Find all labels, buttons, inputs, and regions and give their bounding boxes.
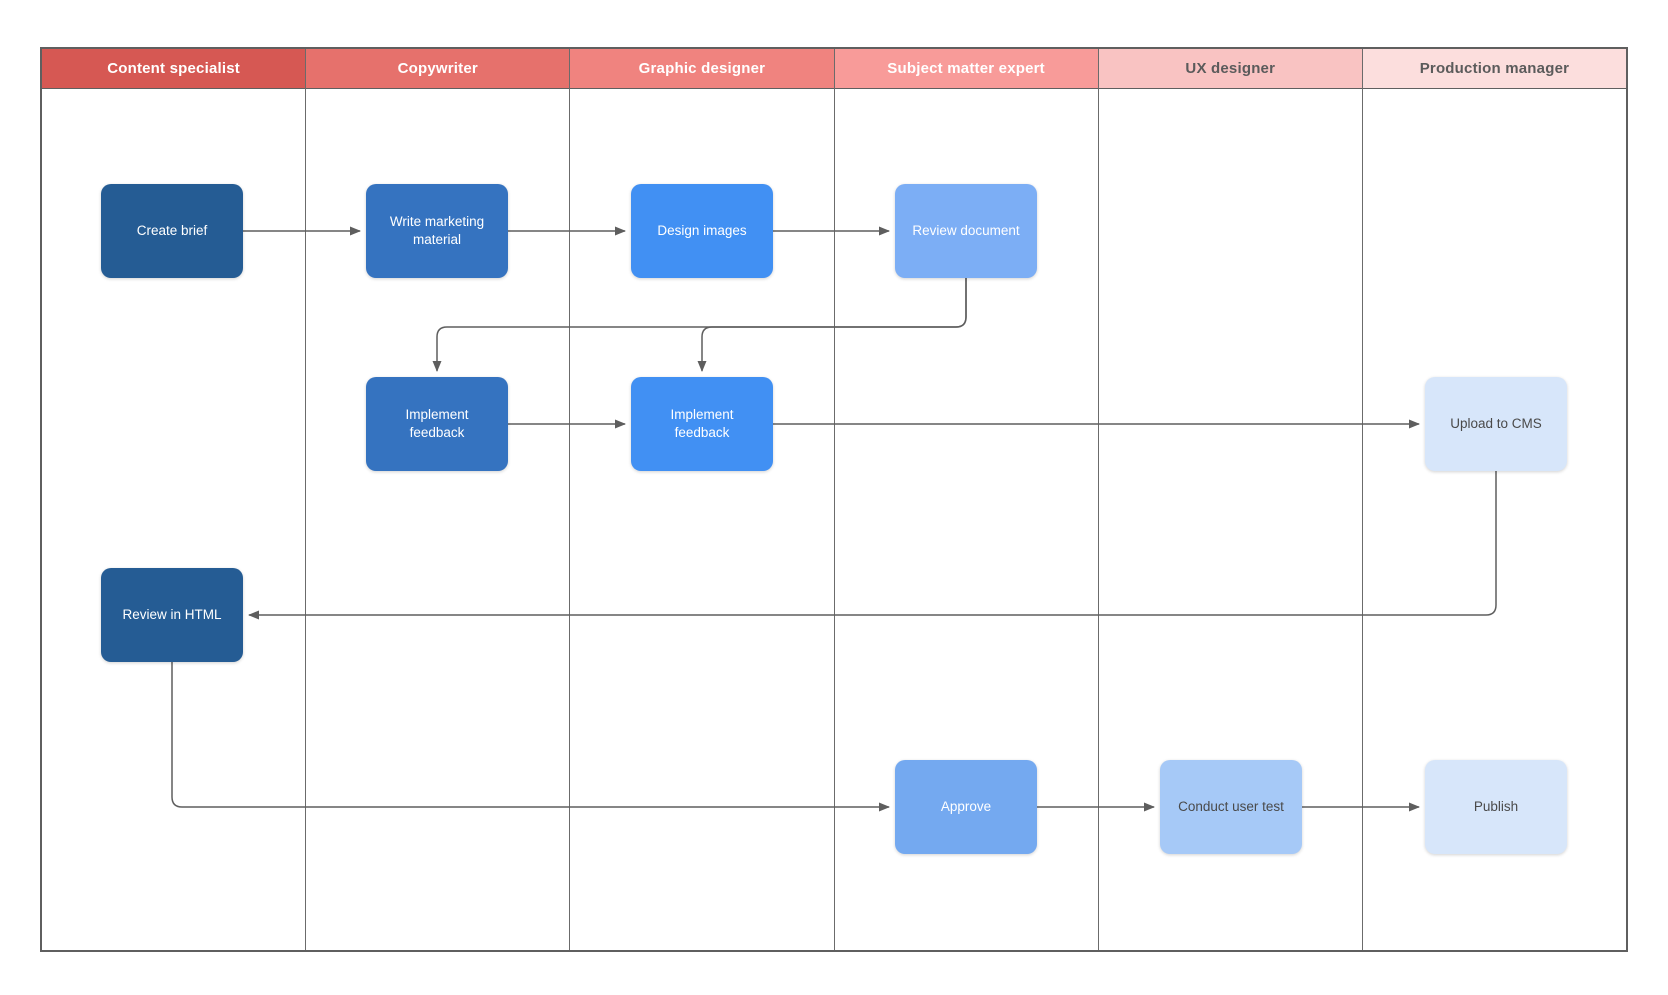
lane-content-specialist: Content specialist [42,49,307,950]
node-create-brief[interactable]: Create brief [101,184,243,278]
node-upload-to-cms[interactable]: Upload to CMS [1425,377,1567,471]
swimlane-table: Content specialist Copywriter Graphic de… [40,47,1628,952]
lane-header-graphic-designer[interactable]: Graphic designer [570,49,834,89]
node-review-document[interactable]: Review document [895,184,1037,278]
lane-copywriter: Copywriter [306,49,571,950]
lane-header-production-manager[interactable]: Production manager [1362,49,1627,89]
connector-upload-to-cms-to-review-in-html[interactable] [248,471,1497,620]
node-publish[interactable]: Publish [1425,760,1567,854]
connector-review-document-to-implement-feedback-design[interactable] [697,278,967,372]
lane-header-content-specialist[interactable]: Content specialist [42,49,306,89]
node-review-in-html[interactable]: Review in HTML [101,568,243,662]
connector-review-in-html-to-approve[interactable] [171,662,890,812]
node-implement-feedback-design[interactable]: Implement feedback [631,377,773,471]
lane-header-subject-matter-expert[interactable]: Subject matter expert [834,49,1098,89]
node-approve[interactable]: Approve [895,760,1037,854]
lane-graphic-designer: Graphic designer [570,49,835,950]
node-conduct-user-test[interactable]: Conduct user test [1160,760,1302,854]
lane-subject-matter-expert: Subject matter expert [834,49,1099,950]
lane-header-copywriter[interactable]: Copywriter [306,49,570,89]
lane-header-ux-designer[interactable]: UX designer [1098,49,1362,89]
node-implement-feedback-copy[interactable]: Implement feedback [366,377,508,471]
lane-production-manager: Production manager [1362,49,1627,950]
lane-ux-designer: UX designer [1098,49,1363,950]
node-write-marketing-material[interactable]: Write marketing material [366,184,508,278]
node-design-images[interactable]: Design images [631,184,773,278]
